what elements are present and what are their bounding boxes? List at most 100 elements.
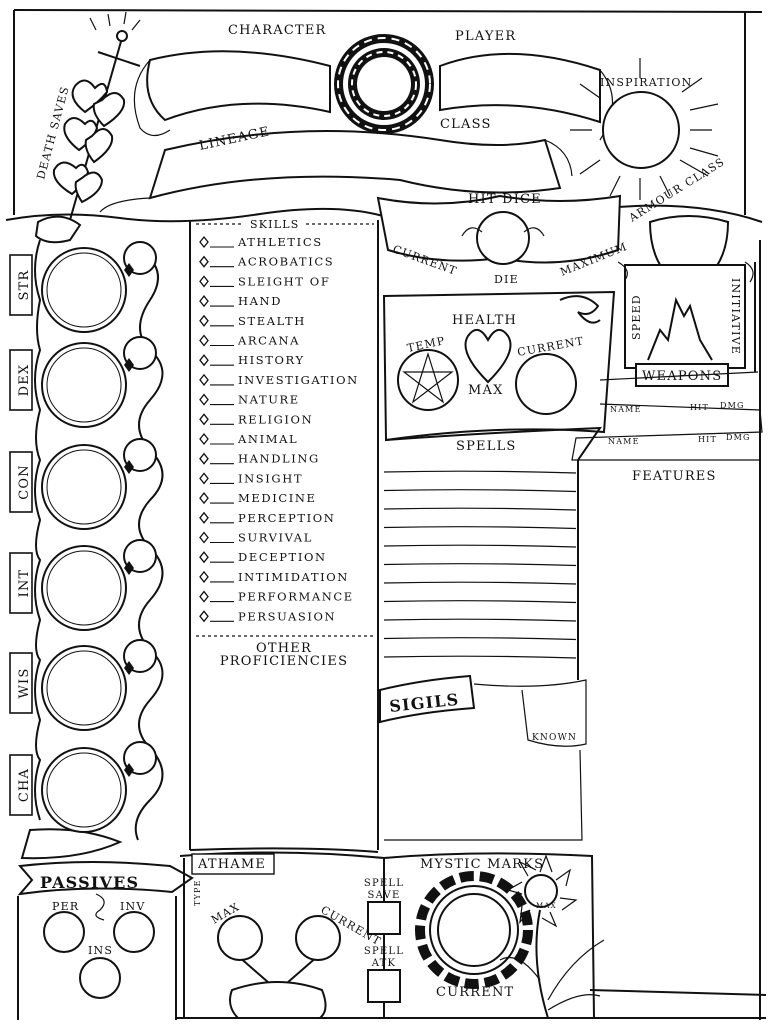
- skill-row[interactable]: HANDLING: [199, 452, 320, 466]
- ability-cha-modifier-field[interactable]: [123, 741, 157, 775]
- mystic-marks-max-field[interactable]: [524, 874, 558, 908]
- spell-line[interactable]: [383, 600, 577, 604]
- skill-proficiency-diamond-icon[interactable]: [199, 295, 209, 308]
- ability-int-modifier-field[interactable]: [123, 539, 157, 573]
- skill-proficiency-diamond-icon[interactable]: [199, 531, 209, 544]
- ability-wis-modifier-field[interactable]: [123, 639, 157, 673]
- hit-dice-die-field[interactable]: [476, 211, 530, 265]
- skill-row[interactable]: INVESTIGATION: [199, 373, 359, 387]
- passive-perception-field[interactable]: [43, 911, 85, 953]
- ability-str-label: STR: [17, 270, 32, 301]
- skill-row[interactable]: PERCEPTION: [199, 511, 335, 525]
- skill-row[interactable]: PERFORMANCE: [199, 590, 354, 604]
- ability-wis-score-field[interactable]: [41, 645, 127, 731]
- skill-proficiency-diamond-icon[interactable]: [199, 255, 209, 268]
- skill-row[interactable]: HISTORY: [199, 353, 305, 367]
- athame-current-field[interactable]: [295, 915, 341, 961]
- features-field[interactable]: [596, 488, 756, 848]
- speed-initiative-field[interactable]: [624, 264, 746, 369]
- skill-proficiency-diamond-icon[interactable]: [199, 235, 209, 249]
- athame-max-field[interactable]: [217, 915, 263, 961]
- character-name-field[interactable]: [146, 50, 331, 122]
- skill-proficiency-diamond-icon[interactable]: [199, 511, 209, 524]
- ability-vine-left: [34, 239, 42, 821]
- inspiration-field[interactable]: [602, 91, 680, 169]
- weapons-title: WEAPONS: [642, 369, 722, 384]
- skill-proficiency-diamond-icon[interactable]: [199, 393, 209, 406]
- spell-line[interactable]: [383, 489, 577, 493]
- skill-proficiency-diamond-icon[interactable]: [199, 492, 209, 505]
- skill-proficiency-diamond-icon[interactable]: [199, 314, 209, 327]
- skill-row[interactable]: ATHLETICS: [199, 235, 323, 249]
- ability-con-score-field[interactable]: [41, 444, 127, 530]
- ability-con-modifier-field[interactable]: [123, 438, 157, 472]
- skill-proficiency-diamond-icon[interactable]: [199, 590, 209, 603]
- death-save-heart-3[interactable]: [63, 117, 99, 152]
- spell-line[interactable]: [383, 655, 577, 659]
- death-save-heart-6[interactable]: [74, 171, 104, 204]
- skill-proficiency-diamond-icon[interactable]: [199, 373, 209, 386]
- passive-insight-field[interactable]: [79, 957, 121, 999]
- ability-str-tab: [9, 254, 33, 316]
- ability-cha-score-field[interactable]: [41, 747, 127, 833]
- ability-str-score-field[interactable]: [41, 247, 127, 333]
- skill-row[interactable]: DECEPTION: [199, 550, 327, 564]
- other-proficiencies-field[interactable]: [196, 672, 374, 844]
- player-name-field[interactable]: [439, 52, 601, 124]
- spell-line[interactable]: [383, 507, 577, 511]
- spell-line[interactable]: [383, 563, 577, 567]
- mystic-marks-current-field[interactable]: [437, 893, 511, 967]
- health-max-heart-field[interactable]: [464, 329, 512, 384]
- ability-int-score-field[interactable]: [41, 545, 127, 631]
- death-save-heart-4[interactable]: [84, 128, 114, 164]
- health-temp-field[interactable]: [397, 349, 459, 411]
- skill-proficiency-diamond-icon[interactable]: [199, 334, 209, 347]
- ability-str-modifier-field[interactable]: [123, 241, 157, 275]
- death-save-heart-2[interactable]: [92, 92, 126, 128]
- skill-row[interactable]: SURVIVAL: [199, 531, 313, 545]
- speed-label: SPEED: [630, 294, 643, 340]
- skill-row[interactable]: ACROBATICS: [199, 255, 334, 269]
- skill-row[interactable]: ARCANA: [199, 334, 300, 348]
- ability-dex-modifier-field[interactable]: [123, 336, 157, 370]
- passive-perception-label: PER: [52, 900, 79, 913]
- skill-label: HANDLING: [238, 452, 320, 466]
- skill-row[interactable]: NATURE: [199, 393, 300, 407]
- spell-line[interactable]: [383, 618, 577, 622]
- skill-proficiency-diamond-icon[interactable]: [199, 452, 209, 465]
- skill-proficiency-diamond-icon[interactable]: [199, 275, 209, 288]
- skill-proficiency-diamond-icon[interactable]: [199, 432, 209, 446]
- skill-row[interactable]: SLEIGHT OF: [199, 274, 330, 288]
- skill-row[interactable]: MEDICINE: [199, 491, 317, 505]
- skill-proficiency-diamond-icon[interactable]: [199, 413, 209, 426]
- skill-row[interactable]: STEALTH: [199, 314, 306, 328]
- skill-proficiency-diamond-icon[interactable]: [199, 551, 209, 564]
- passive-investigation-field[interactable]: [113, 911, 155, 953]
- lineage-class-field[interactable]: [148, 130, 562, 200]
- header-banners: CHARACTER PLAYER LINEAGE CLASS: [99, 23, 613, 213]
- sigils-known-label: KNOWN: [532, 733, 577, 743]
- spell-line[interactable]: [383, 637, 577, 641]
- skill-row[interactable]: HAND: [199, 294, 282, 308]
- ability-dex-score-field[interactable]: [41, 342, 127, 428]
- skill-proficiency-diamond-icon[interactable]: [199, 472, 209, 485]
- death-save-heart-1[interactable]: [71, 79, 109, 114]
- skill-proficiency-diamond-icon[interactable]: [199, 570, 209, 583]
- skill-row[interactable]: ANIMAL: [199, 432, 298, 446]
- spell-lines[interactable]: [383, 470, 577, 659]
- spells-title: SPELLS: [456, 439, 517, 454]
- skill-row[interactable]: INTIMIDATION: [199, 570, 349, 584]
- health-current-field[interactable]: [515, 353, 577, 415]
- spell-atk-field[interactable]: [367, 969, 401, 1003]
- weapon-2-hit-label: HIT: [698, 435, 717, 444]
- spell-save-field[interactable]: [367, 901, 401, 935]
- skill-row[interactable]: RELIGION: [199, 412, 313, 426]
- spell-line[interactable]: [383, 581, 577, 585]
- spell-line[interactable]: [383, 544, 577, 548]
- spell-line[interactable]: [383, 470, 577, 474]
- skill-row[interactable]: INSIGHT: [199, 471, 303, 485]
- spell-line[interactable]: [383, 526, 577, 530]
- skill-row[interactable]: PERSUASION: [199, 609, 336, 623]
- skill-proficiency-diamond-icon[interactable]: [199, 354, 209, 367]
- skill-proficiency-diamond-icon[interactable]: [199, 610, 209, 623]
